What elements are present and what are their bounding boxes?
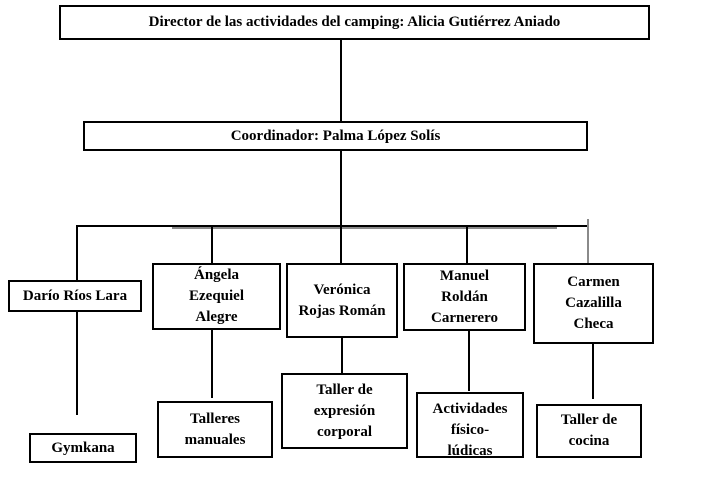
node-activity-talleres-manuales: Talleres manuales xyxy=(157,401,273,458)
node-monitor-angela: Ángela Ezequiel Alegre xyxy=(152,263,281,330)
node-activity-gymkana: Gymkana xyxy=(29,433,137,463)
connector-rail-manuel xyxy=(466,226,468,263)
connector-angela-talleres xyxy=(211,330,213,398)
connector-rail xyxy=(76,225,589,227)
node-activity-taller-expresion: Taller de expresión corporal xyxy=(281,373,408,449)
node-coordinator: Coordinador: Palma López Solís xyxy=(83,121,588,151)
connector-rail-veronica xyxy=(340,226,342,263)
connector-manuel-actividades xyxy=(468,331,470,391)
connector-director-coordinator xyxy=(340,40,342,121)
connector-veronica-expresion xyxy=(341,338,343,373)
node-monitor-manuel: Manuel Roldán Carnerero xyxy=(403,263,526,331)
node-activity-taller-cocina: Taller de cocina xyxy=(536,404,642,458)
connector-coordinator-rail xyxy=(340,151,342,225)
connector-rail-carmen xyxy=(587,219,589,263)
node-monitor-dario: Darío Ríos Lara xyxy=(8,280,142,312)
connector-carmen-cocina xyxy=(592,344,594,399)
connector-rail-angela xyxy=(211,226,213,263)
node-director: Director de las actividades del camping:… xyxy=(59,5,650,40)
connector-rail-gray-overlay xyxy=(172,227,557,229)
node-activity-actividades-fisico-ludicas: Actividades físico- lúdicas xyxy=(416,392,524,458)
node-monitor-veronica: Verónica Rojas Román xyxy=(286,263,398,338)
connector-rail-dario xyxy=(76,226,78,280)
connector-dario-gymkana xyxy=(76,312,78,415)
node-monitor-carmen: Carmen Cazalilla Checа xyxy=(533,263,654,344)
